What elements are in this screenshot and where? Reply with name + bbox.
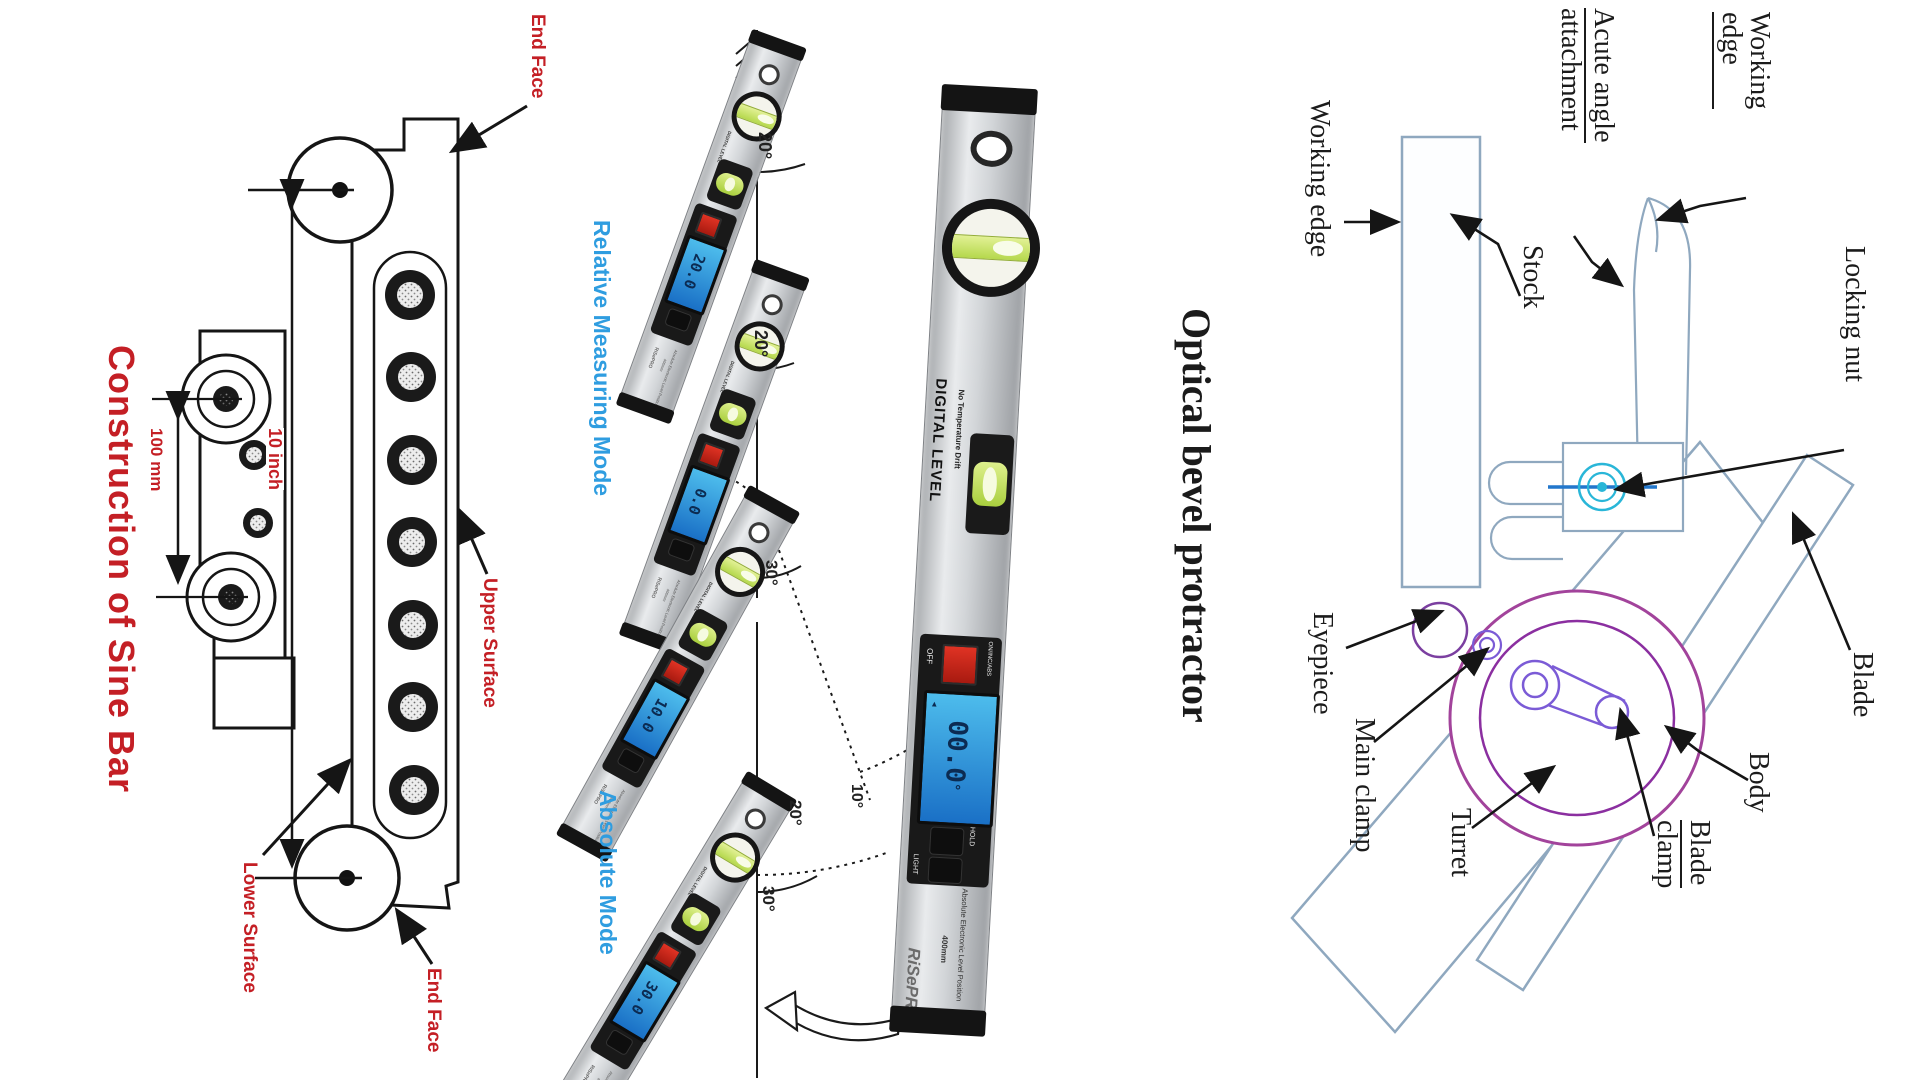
- power-button: [940, 643, 979, 686]
- label-10-inch: 10 inch: [265, 428, 285, 491]
- label-main-clamp: Main clamp: [1349, 718, 1380, 853]
- device-name-text: DIGITAL LEVEL: [686, 865, 709, 897]
- sine-bar-arrows: [261, 104, 528, 965]
- label-locking-nut: Locking nut: [1839, 246, 1870, 383]
- angle-20-1: 20°: [755, 132, 775, 160]
- sine-bar-title: Construction of Sine Bar: [101, 345, 142, 794]
- label-eyepiece: Eyepiece: [1307, 612, 1338, 715]
- brand-text: RiSePRO: [649, 576, 663, 599]
- top-roller: [248, 136, 394, 244]
- bubble-icon: [982, 467, 998, 502]
- level-end-cap: [940, 83, 1038, 116]
- level-end-cap: [889, 1005, 987, 1037]
- fork-prongs: [1487, 460, 1563, 561]
- label-stock: Stock: [1517, 245, 1548, 309]
- label-relative-mode: Relative Measuring Mode: [589, 220, 615, 497]
- angle-20-3: 20°: [786, 800, 805, 826]
- device-name-text: DIGITAL LEVEL: [925, 377, 950, 503]
- device-name-text: DIGITAL LEVEL: [693, 581, 714, 613]
- device-subtitle-text: No Temperature Drift: [952, 389, 967, 470]
- lcd-indicator-icon: ▲: [930, 699, 939, 709]
- bottom-roller: [255, 824, 401, 932]
- protractor-drawing: [1290, 135, 1855, 1034]
- hanging-hole: [758, 291, 786, 319]
- hanging-hole: [755, 61, 783, 89]
- barrel-vial: [965, 433, 1015, 536]
- turret-dial: [1448, 589, 1706, 847]
- label-end-face-bottom: End Face: [423, 968, 444, 1053]
- footer-text: Absolute Electronic Level Position: [653, 349, 679, 408]
- bubble-icon: [687, 909, 705, 929]
- brand-text: RiSePRO: [646, 346, 660, 369]
- setting-block: [152, 329, 296, 730]
- lcd-reading: 00.0°: [939, 719, 973, 792]
- light-button: [927, 856, 963, 885]
- light-label: LIGHT: [910, 853, 920, 875]
- angle-30-rel: 30°: [762, 560, 781, 586]
- bubble-icon: [756, 112, 775, 127]
- sine-bar-drawing: [152, 104, 528, 965]
- protractor-arrows: [1344, 196, 1852, 837]
- bubble-icon: [733, 854, 753, 871]
- eyepiece-circle: [1411, 601, 1469, 659]
- brand-text: RiSePRO: [579, 1063, 596, 1080]
- bubble-icon: [739, 568, 758, 584]
- hanging-hole: [969, 129, 1014, 168]
- label-turret: Turret: [1445, 808, 1476, 877]
- barrel-vial: [708, 387, 758, 442]
- part-roller-1: [152, 353, 272, 445]
- acute-attachment: [1632, 196, 1692, 476]
- part-roller-2: [156, 551, 277, 643]
- hold-button: [929, 826, 965, 857]
- angle-20-2: 20°: [751, 330, 771, 358]
- off-label: OFF: [924, 647, 935, 665]
- slot-bolts: [385, 270, 439, 815]
- hold-label: HOLD: [967, 826, 976, 847]
- hanging-hole: [744, 518, 774, 547]
- angle-30-abs: 30°: [759, 886, 778, 912]
- hanging-hole: [740, 804, 770, 834]
- stock-rect: [1400, 135, 1482, 589]
- label-absolute-mode: Absolute Mode: [595, 790, 621, 955]
- label-end-face-top: End Face: [527, 14, 548, 99]
- label-working-edge-left: Working edge: [1304, 100, 1335, 258]
- swing-arrow: [763, 990, 902, 1042]
- angle-10-rel: 10°: [848, 784, 865, 809]
- bubble-icon: [694, 625, 712, 644]
- footer-text: Absolute Electronic Level Position: [954, 888, 970, 1002]
- label-lower-surface: Lower Surface: [239, 862, 260, 993]
- bubble-icon: [722, 175, 738, 194]
- label-upper-surface: Upper Surface: [479, 578, 500, 708]
- label-blade: Blade: [1847, 652, 1878, 718]
- bubble-icon: [992, 240, 1024, 257]
- barrel-vial: [705, 157, 755, 212]
- protractor-title: Optical bevel protractor: [1174, 308, 1219, 723]
- label-100-mm: 100 mm: [147, 428, 166, 492]
- size-text: 400mm: [938, 935, 950, 964]
- label-body: Body: [1743, 752, 1774, 813]
- bubble-icon: [725, 405, 741, 424]
